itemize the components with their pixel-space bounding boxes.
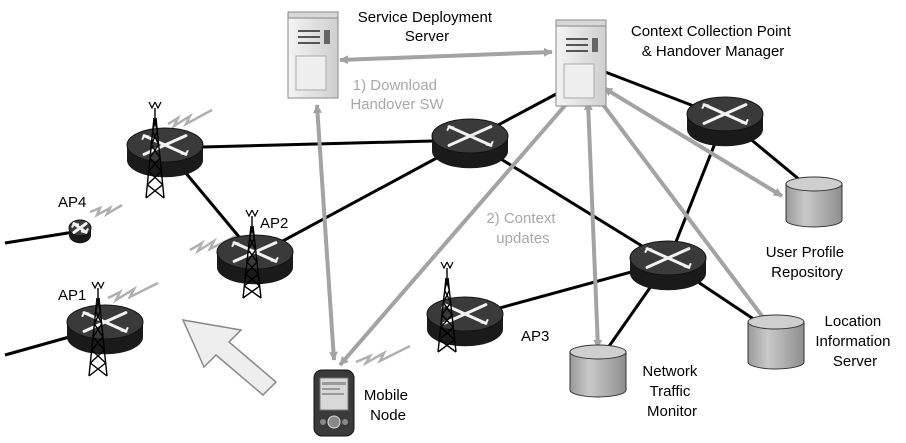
download-arrow [339, 47, 553, 65]
link [4, 230, 75, 245]
wireless-signal-icon [167, 108, 213, 130]
wireless-signal-icon [107, 281, 159, 304]
antenna-tower-icon [88, 281, 108, 377]
database-icon [747, 314, 805, 370]
location-arrow [596, 96, 770, 326]
link [254, 138, 471, 258]
wireless-signal-icon [89, 203, 123, 218]
context-update-arrow [338, 100, 570, 367]
user-profile-repository-label: User Profile Repository [766, 244, 849, 281]
server-mobile-arrow [313, 104, 338, 361]
server-icon [555, 19, 607, 107]
server-icon [287, 11, 339, 99]
router-icon [686, 96, 764, 147]
pda-icon [313, 369, 355, 437]
movement-arrow-icon [181, 319, 278, 397]
service-deployment-server-label: Service Deployment Server [358, 9, 496, 45]
monitor-arrow [583, 101, 603, 349]
ap4-label: AP4 [58, 194, 86, 211]
download-step-label: 1) Download Handover SW [350, 77, 444, 113]
wireless-signal-icon [189, 234, 237, 255]
router-icon [431, 118, 509, 169]
wireless-signal-icon [355, 344, 411, 367]
routers [66, 96, 764, 377]
antenna-tower-icon [437, 261, 457, 353]
router-icon [68, 219, 92, 244]
router-icon [629, 240, 707, 291]
signalling-arrows [313, 47, 784, 367]
antenna-tower-icon [242, 209, 262, 299]
router-icon [426, 296, 504, 347]
context-collection-point-label: Context Collection Point & Handover Mana… [631, 23, 795, 60]
ap2-label: AP2 [260, 215, 288, 232]
ap1-label: AP1 [58, 287, 86, 304]
database-icon [569, 344, 627, 398]
mobile-node-label: Mobile Node [364, 387, 412, 424]
router-icon [126, 127, 204, 178]
router-icon [66, 304, 144, 355]
database-icon [785, 176, 843, 228]
wireless-signals [89, 108, 411, 367]
location-information-server-label: Location Information Server [815, 313, 894, 370]
databases [569, 176, 843, 398]
context-step-label: 2) Context updates [486, 210, 559, 247]
network-traffic-monitor-label: Network Traffic Monitor [642, 363, 701, 420]
antenna-tower-icon [145, 101, 165, 199]
ap3-label: AP3 [521, 328, 549, 345]
